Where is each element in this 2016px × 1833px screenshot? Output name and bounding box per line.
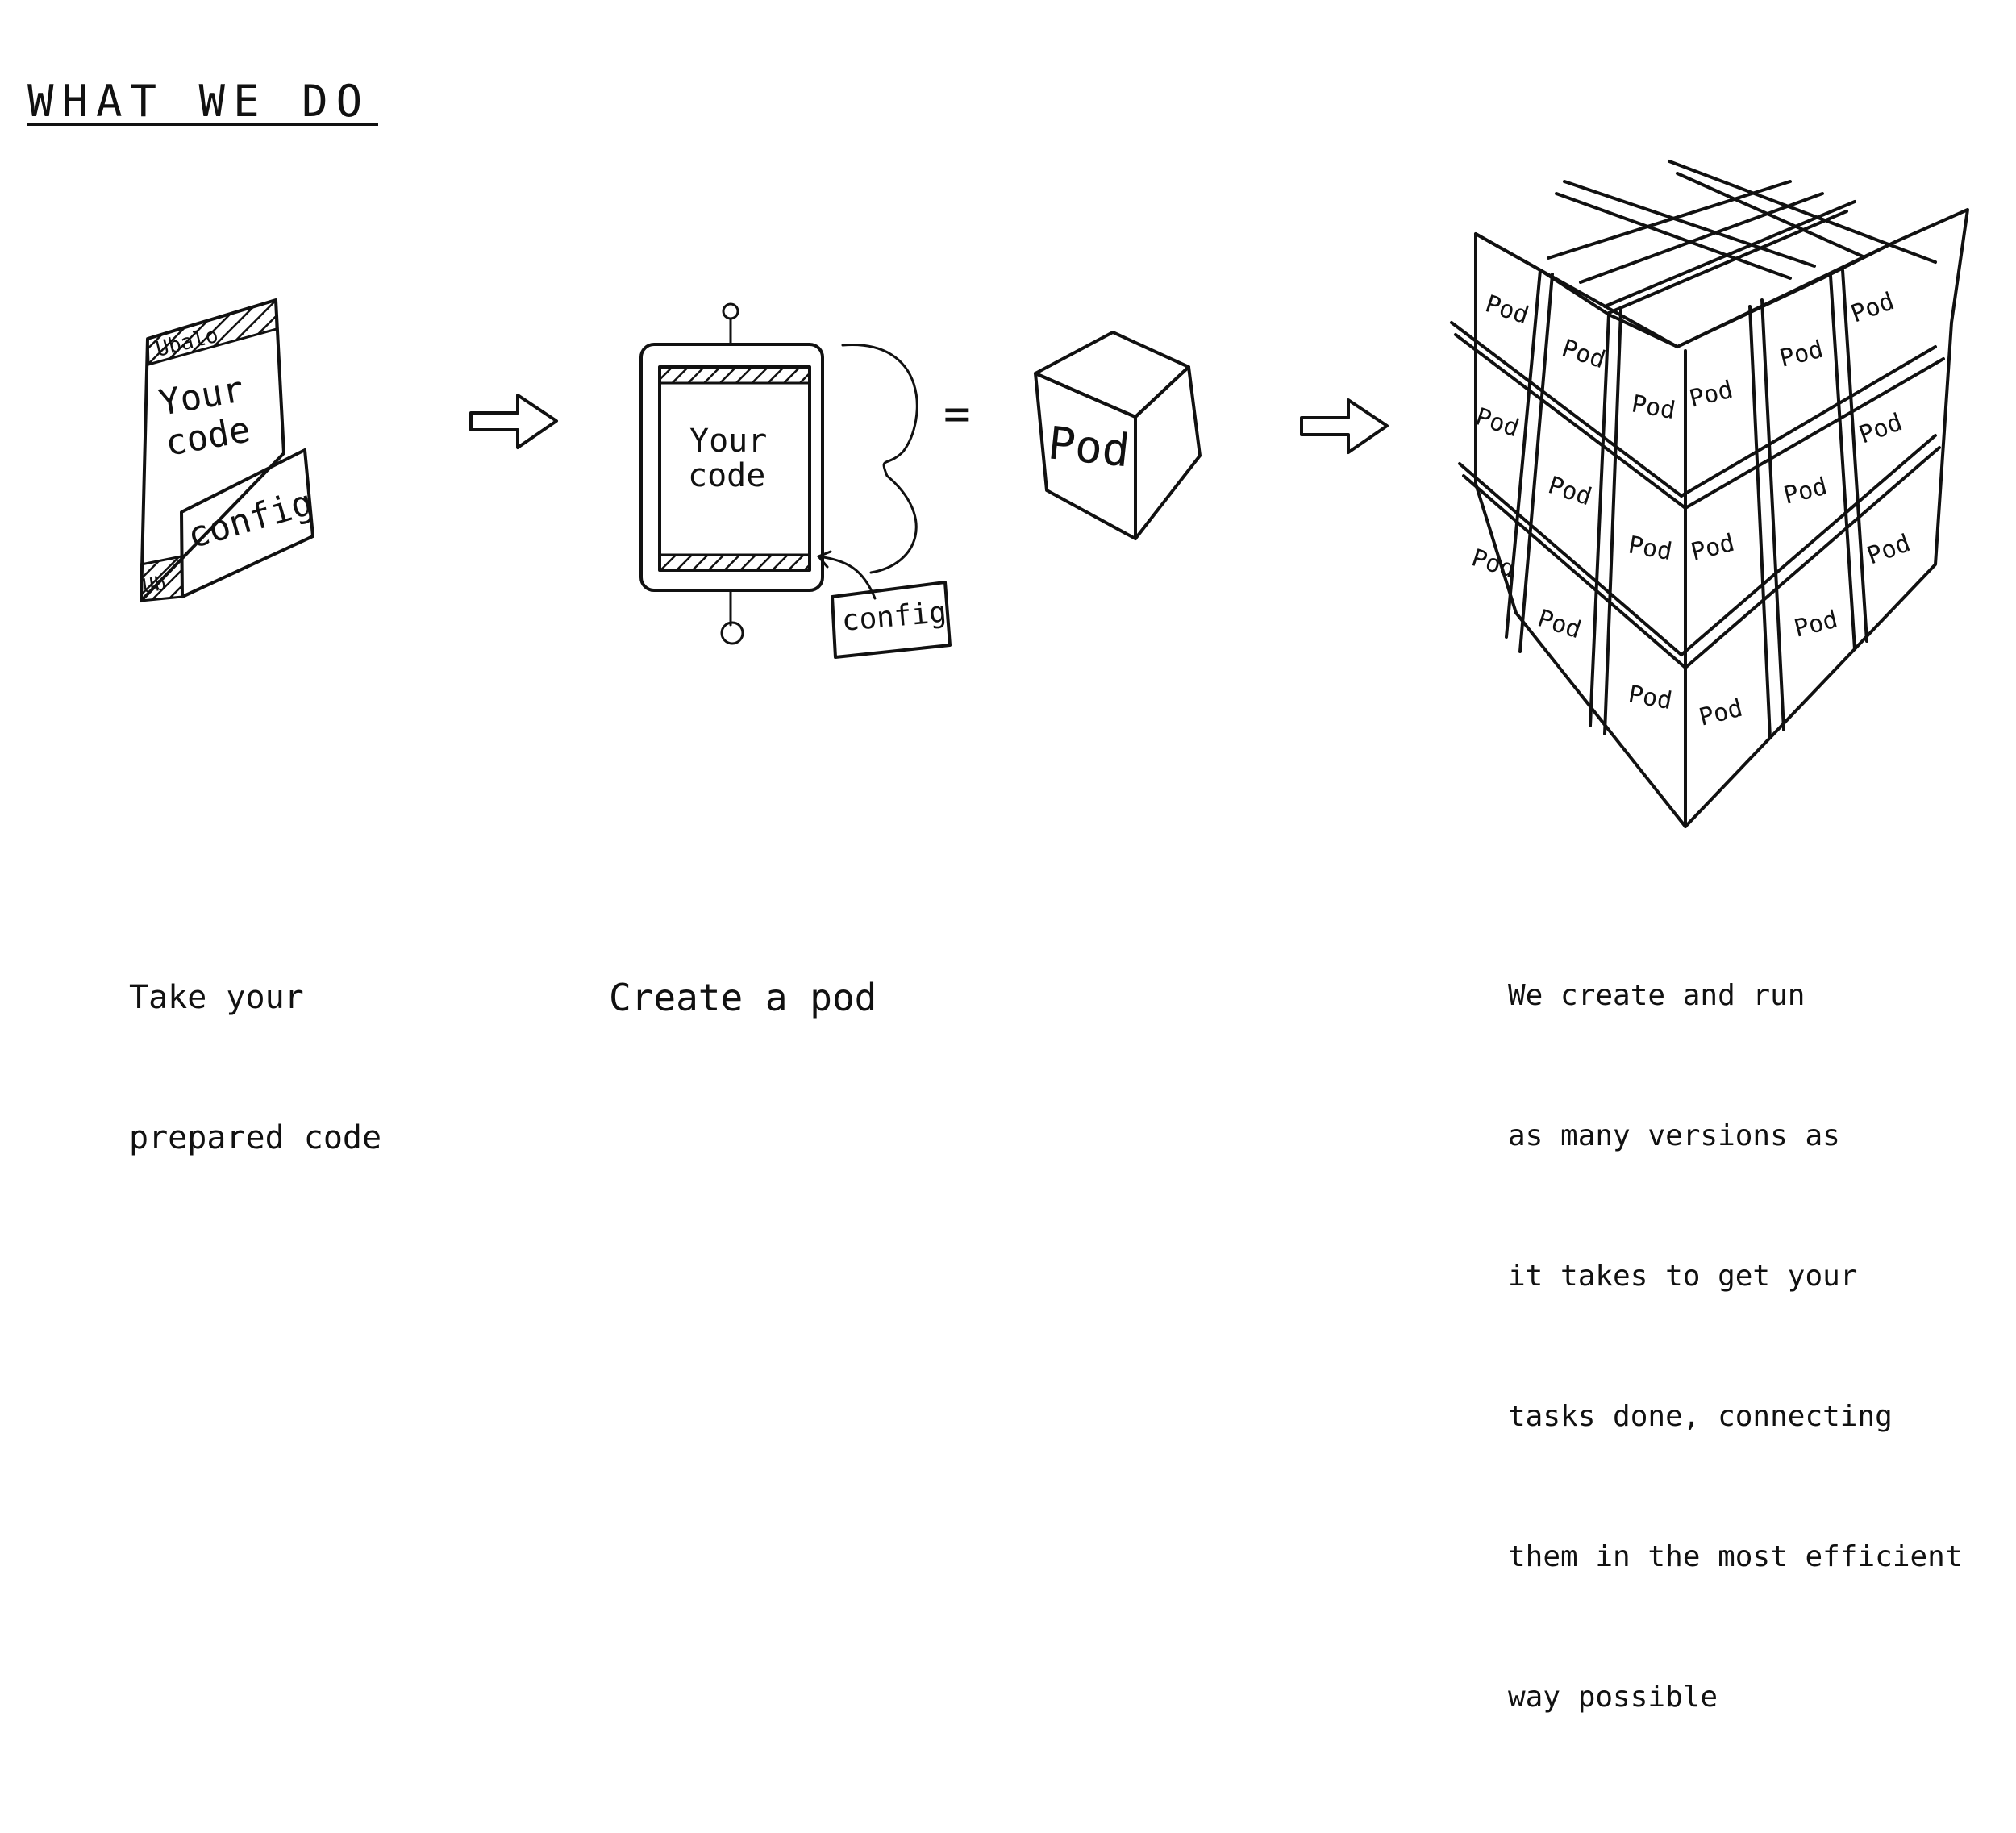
grid-pod-label: Pod [1627,680,1674,715]
pod-your-code-line1: Your [689,423,767,460]
step2-caption: Create a pod [609,881,877,1068]
grid-pod-label: Pod [1696,694,1745,732]
prepared-code-document: Ubalo Ub Your code config [140,298,318,602]
step3-caption-line: We create and run [1508,979,1806,1012]
step1-caption-line: Take your [129,979,304,1016]
title-underline [27,123,378,126]
grid-pod-label: Pod [1545,471,1595,511]
grid-pod-label: Pod [1688,529,1737,567]
step3-caption-line: it takes to get your [1508,1260,1858,1293]
arrow-right-icon [469,394,558,449]
grid-pod-label: Pod [1781,473,1830,510]
grid-pod-label: Pod [1686,376,1735,414]
grid-pod-label: Pod [1856,408,1906,449]
pod-grid-cube: Pod Pod Pod Pod Pod Pod Pod Pod Pod Pod … [1450,160,1969,828]
grid-pod-label: Pod [1468,544,1518,584]
config-card-label: config [183,482,318,557]
step1-caption-line: prepared code [129,1119,382,1156]
step3-caption-line: way possible [1508,1681,1718,1714]
pod-config-label: config [840,596,948,638]
equals-sign: = [943,388,971,440]
step3-caption-line: tasks done, connecting [1508,1400,1893,1433]
page-title: WHAT WE DO [27,76,371,127]
grid-pod-label: Pod [1791,606,1840,644]
pod-your-code-line2: code [688,457,765,494]
grid-pod-label: Pod [1847,287,1898,328]
step3-caption-line: as many versions as [1508,1119,1840,1152]
grid-pod-label: Pod [1630,390,1677,425]
grid-pod-label: Pod [1472,402,1522,443]
pod-container: Your code config [639,302,952,659]
pod-cube: Pod [1034,331,1202,540]
grid-pod-label: Pod [1535,604,1585,644]
grid-pod-label: Pod [1776,335,1826,373]
grid-pod-label: Pod [1864,529,1914,570]
step2-caption-line: Create a pod [609,976,877,1019]
step1-caption: Take your prepared code [129,881,381,1208]
arrow-right-icon [1300,398,1389,454]
pod-cube-label: Pod [1046,417,1132,477]
grid-pod-label: Pod [1559,334,1609,374]
grid-pod-label: Pod [1627,531,1674,566]
step3-caption-line: them in the most efficient [1508,1540,1963,1573]
grid-pod-label: Pod [1482,290,1532,330]
container-bottom-label: Ub [141,572,168,598]
step3-caption: We create and run as many versions as it… [1508,879,1963,1768]
